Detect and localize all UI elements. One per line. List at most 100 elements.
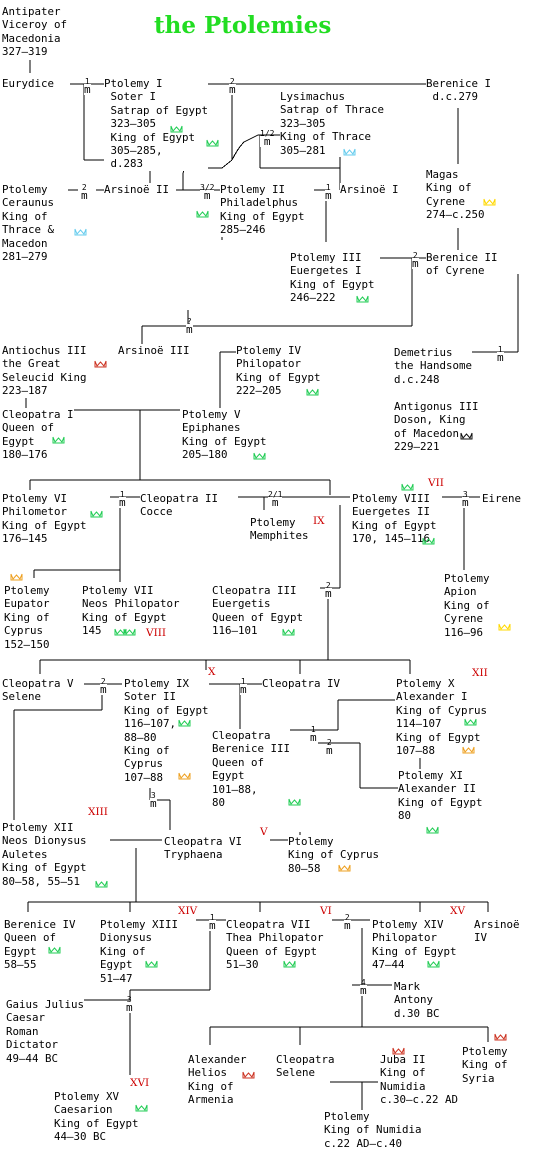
- person-line: Alexander I: [396, 690, 468, 704]
- person-line: the Handsome: [394, 359, 473, 373]
- marriage-number: 2/1: [268, 490, 283, 499]
- person-line: 323–305: [280, 116, 326, 130]
- person-line: Caesarion: [54, 1103, 113, 1117]
- person-line: Cyrene: [444, 612, 484, 626]
- person-line: 80: [398, 809, 412, 823]
- person-line: Euergetes I: [290, 264, 362, 278]
- crown-egypt-icon: [123, 628, 136, 636]
- crown-thrace-icon: [74, 228, 87, 236]
- person-arsinoe3: Arsinoë III: [118, 344, 190, 358]
- person-line: the Great: [2, 357, 61, 371]
- person-line: Cyprus: [124, 757, 164, 771]
- person-line: Cleopatra VI: [164, 835, 243, 848]
- person-line: Magas: [426, 168, 459, 181]
- ordinal-ptolemy10: XII: [472, 667, 488, 679]
- person-line: Lysimachus: [280, 90, 346, 103]
- person-line: 44–30 BC: [54, 1130, 107, 1144]
- person-line: Cleopatra IV: [262, 677, 341, 690]
- marriage-m-symbol: m: [268, 497, 283, 508]
- person-line: Ptolemy III: [290, 251, 362, 264]
- person-line: Berenice I: [426, 77, 492, 90]
- marriage-m-symbol: m: [497, 351, 504, 364]
- marriage-m-symbol: m: [462, 496, 469, 509]
- person-line: Philometor: [2, 505, 68, 519]
- person-line: 305–285,: [104, 144, 163, 158]
- person-line: Neos Dionysus: [2, 834, 87, 848]
- person-line: Cleopatra III: [212, 584, 297, 597]
- marriage-m-symbol: m: [325, 189, 332, 202]
- person-line: Philopator: [236, 357, 302, 371]
- person-line: Berenice II: [426, 251, 498, 264]
- crown-egypt-icon: [426, 826, 439, 834]
- person-line: 229–221: [394, 440, 440, 454]
- marriage-number: 3: [126, 995, 132, 1004]
- person-line: Ptolemy VI: [2, 492, 68, 505]
- person-line: Ptolemy XII: [2, 821, 74, 834]
- person-line: Cleopatra: [212, 729, 271, 742]
- person-line: King of Egypt: [54, 1116, 139, 1130]
- person-line: d.c.279: [426, 90, 479, 104]
- person-line: Philadelphus: [220, 196, 299, 210]
- person-line: 323–305: [104, 117, 157, 131]
- person-line: Euergetis: [212, 597, 271, 611]
- person-line: King of: [462, 1058, 508, 1072]
- person-line: d.c.248: [394, 372, 440, 386]
- crown-egypt-icon: [48, 946, 61, 954]
- person-line: King of Egypt: [104, 130, 196, 144]
- person-line: King of Egypt: [220, 209, 305, 223]
- crown-egypt-icon: [206, 139, 219, 147]
- person-line: 223–187: [2, 384, 48, 398]
- marriage-m-symbol: m: [325, 587, 332, 600]
- person-line: 47–44: [372, 958, 405, 972]
- person-line: 116–107,: [124, 717, 177, 731]
- person-line: of Macedon: [394, 426, 460, 440]
- crown-egypt-icon: [356, 295, 369, 303]
- person-line: Cleopatra II: [140, 492, 219, 505]
- marriage-m-symbol: m: [260, 136, 275, 147]
- crown-egypt-icon: [95, 880, 108, 888]
- person-line: Juba II: [380, 1053, 426, 1066]
- person-line: King of Cyprus: [396, 703, 488, 717]
- ordinal-cleopatra7: VI: [320, 905, 332, 917]
- person-line: 51–47: [100, 971, 133, 985]
- person-line: Ptolemy: [4, 584, 50, 597]
- person-line: 49–44 BC: [6, 1051, 59, 1065]
- person-line: Eupator: [4, 597, 50, 611]
- person-line: Queen of: [2, 421, 55, 435]
- crown-egypt-icon: [427, 960, 440, 968]
- crown-egypt-icon: [145, 960, 158, 968]
- marriage-number: 1: [240, 677, 246, 686]
- crown-macedon-icon: [460, 432, 473, 440]
- person-line: King of: [188, 1079, 234, 1093]
- person-line: Ptolemy: [2, 183, 48, 196]
- marriage-m-symbol: m: [240, 683, 247, 696]
- person-line: Ptolemy XIV: [372, 918, 444, 931]
- person-line: Egypt: [4, 944, 37, 958]
- person-line: d.30 BC: [394, 1006, 440, 1020]
- crown-egypt-icon: [288, 798, 301, 806]
- person-line: King of Egypt: [2, 518, 87, 532]
- ordinal-ptolemy13: XIV: [178, 905, 198, 917]
- person-line: Syria: [462, 1071, 495, 1085]
- person-eurydice: Eurydice: [2, 77, 55, 91]
- person-arsinoe1: Arsinoë I: [340, 183, 399, 197]
- person-line: 116–101: [212, 624, 258, 638]
